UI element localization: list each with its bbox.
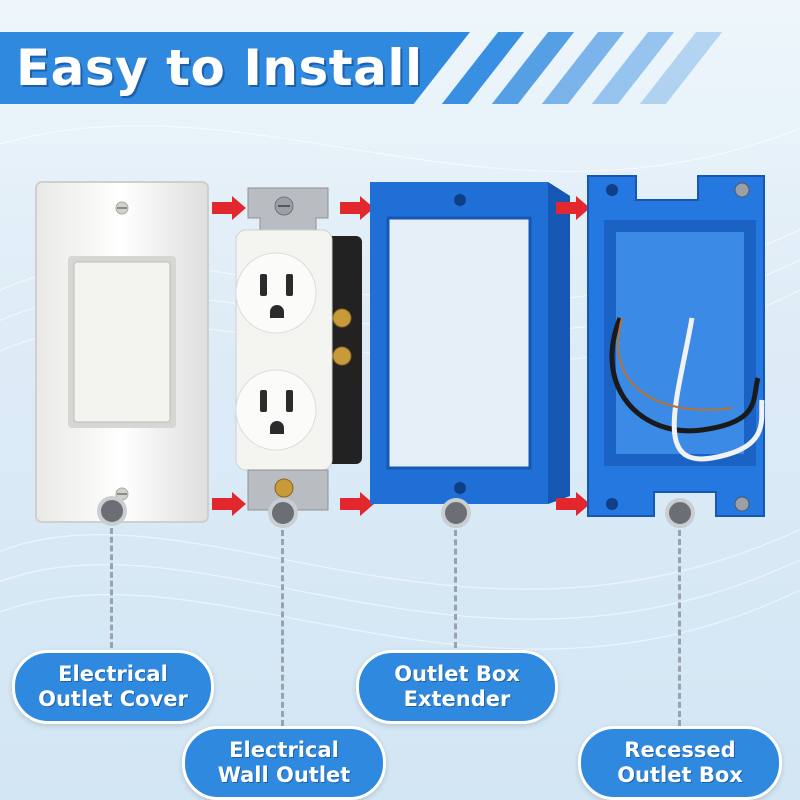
page-title: Easy to Install: [16, 39, 423, 97]
connector-dot: [268, 498, 298, 528]
box-extender-image: [370, 182, 570, 504]
connector-line: [110, 528, 113, 648]
arrow-right-icon: [212, 492, 246, 516]
label-recessed-box: Recessed Outlet Box: [578, 726, 782, 800]
connector-line: [281, 530, 284, 726]
arrow-right-icon: [340, 196, 374, 220]
connector-dot: [97, 496, 127, 526]
label-wall-outlet-text: Electrical Wall Outlet: [217, 738, 351, 787]
arrow-right-icon: [556, 492, 590, 516]
outlet-cover-image: [35, 181, 209, 523]
label-wall-outlet: Electrical Wall Outlet: [182, 726, 386, 800]
connector-line: [454, 530, 457, 648]
arrow-right-icon: [212, 196, 246, 220]
label-box-extender: Outlet Box Extender: [356, 650, 558, 724]
arrow-right-icon: [556, 196, 590, 220]
wall-outlet-image: [235, 187, 362, 511]
label-recessed-box-text: Recessed Outlet Box: [617, 738, 743, 787]
connector-dot: [665, 498, 695, 528]
connector-dot: [441, 498, 471, 528]
arrow-right-icon: [340, 492, 374, 516]
connector-line: [678, 530, 681, 726]
label-box-extender-text: Outlet Box Extender: [394, 662, 520, 711]
label-outlet-cover: Electrical Outlet Cover: [12, 650, 214, 724]
header-banner: [0, 32, 470, 104]
recessed-box-image: [587, 175, 765, 517]
label-outlet-cover-text: Electrical Outlet Cover: [38, 662, 188, 711]
